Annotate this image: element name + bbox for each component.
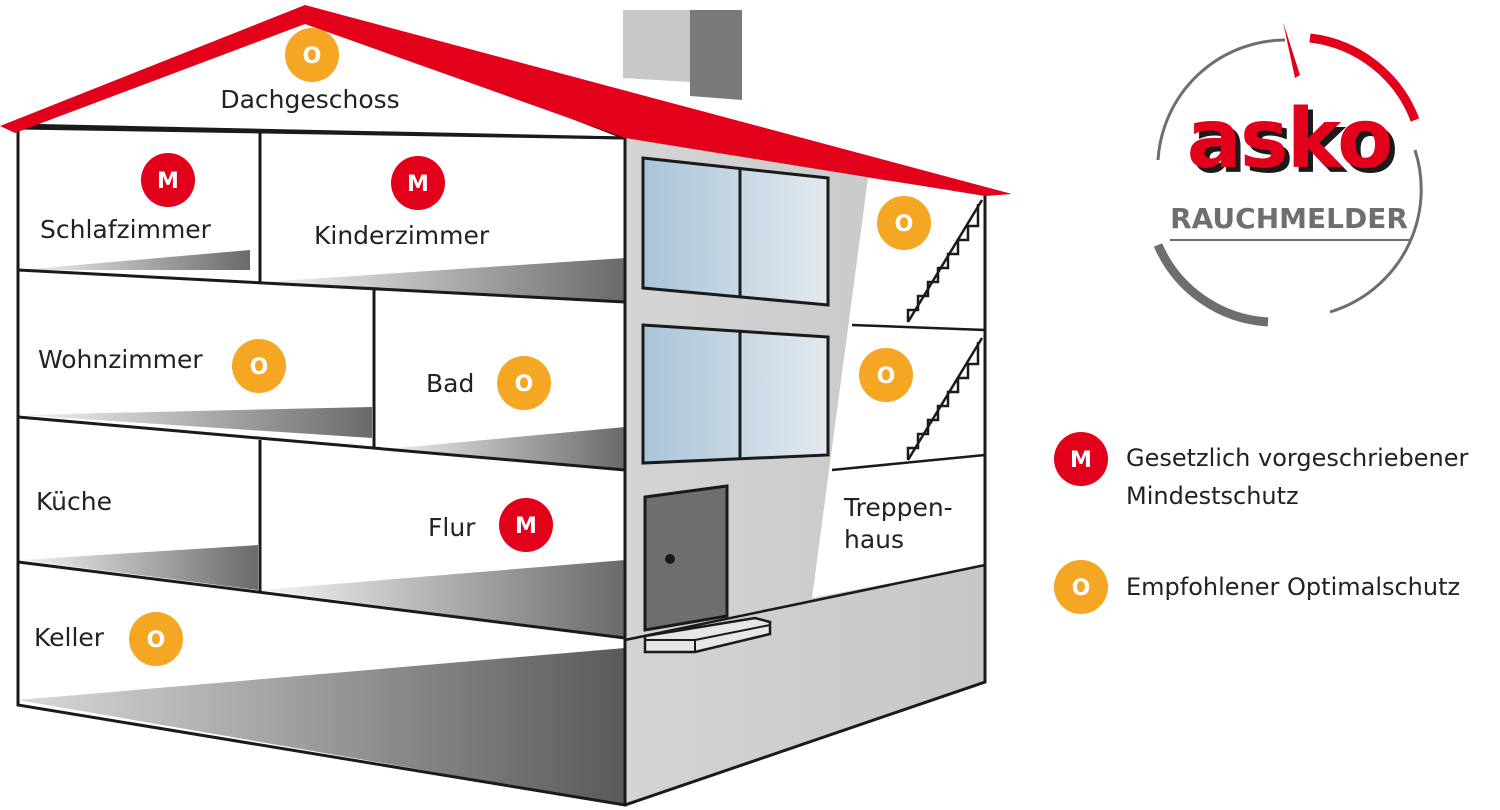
floor-shade xyxy=(20,250,250,270)
badge-optional-icon xyxy=(129,612,183,666)
room-keller: Keller O xyxy=(34,612,183,666)
legend-mandatory-line2: Mindestschutz xyxy=(1126,482,1299,510)
badge-optional-icon xyxy=(497,356,551,410)
room-flur: Flur M xyxy=(428,498,553,552)
logo-ring-gray-icon xyxy=(1156,38,1286,161)
legend-optional: O Empfohlener Optimalschutz xyxy=(1054,560,1460,614)
badge-letter: O xyxy=(877,364,896,389)
basement-floor xyxy=(18,648,625,805)
legend-optional-line1: Empfohlener Optimalschutz xyxy=(1126,573,1460,601)
brand-logo: asko asko RAUCHMELDER xyxy=(1153,22,1423,327)
badge-optional-icon xyxy=(285,28,339,82)
stairs-upper xyxy=(906,204,980,322)
room-wohnzimmer: Wohnzimmer O xyxy=(38,339,286,393)
badge-optional-icon xyxy=(1054,560,1108,614)
badge-optional-icon xyxy=(232,339,286,393)
room-bad: Bad O xyxy=(426,356,551,410)
floor-shade xyxy=(262,560,625,638)
room-dachgeschoss: O Dachgeschoss xyxy=(220,28,400,114)
room-label: Wohnzimmer xyxy=(38,345,203,374)
badge-letter: O xyxy=(147,628,166,653)
room-kueche: Küche xyxy=(36,487,112,516)
badge-letter: M xyxy=(157,169,179,194)
floor-shade xyxy=(376,427,625,470)
logo-ring-gray-lower-icon xyxy=(1153,243,1269,327)
room-label-line2: haus xyxy=(844,525,904,554)
room-label: Kinderzimmer xyxy=(314,221,490,250)
legend-mandatory-line1: Gesetzlich vorgeschriebener xyxy=(1126,444,1469,472)
badge-optional-icon xyxy=(877,196,931,250)
brand-name-shadow: asko xyxy=(1192,97,1397,192)
legend: M Gesetzlich vorgeschriebener Mindestsch… xyxy=(1054,432,1469,614)
logo-ring-gray-right-icon xyxy=(1329,149,1423,314)
floor-shade xyxy=(20,407,372,438)
logo-flame-icon xyxy=(1283,22,1300,78)
brand-subtitle: RAUCHMELDER xyxy=(1170,202,1408,235)
badge-mandatory-icon xyxy=(141,153,195,207)
badge-mandatory-icon xyxy=(499,498,553,552)
room-schlafzimmer: M Schlafzimmer xyxy=(40,153,212,244)
room-treppenhaus: O O Treppen- haus xyxy=(843,196,953,554)
room-label: Flur xyxy=(428,513,476,542)
stairs-lower xyxy=(906,342,980,460)
badge-mandatory-icon xyxy=(1054,432,1108,486)
badge-letter: O xyxy=(303,44,322,69)
house xyxy=(0,5,1012,807)
roof xyxy=(0,5,1012,196)
badge-letter: O xyxy=(250,355,269,380)
room-label: Keller xyxy=(34,623,105,652)
badge-letter: O xyxy=(895,212,914,237)
brand-name: asko xyxy=(1187,92,1392,187)
room-label: Schlafzimmer xyxy=(40,215,212,244)
chimney xyxy=(623,10,742,100)
badge-mandatory-icon xyxy=(391,156,445,210)
floor-shade xyxy=(262,258,625,302)
badge-letter: M xyxy=(1070,448,1092,473)
room-label: Dachgeschoss xyxy=(220,85,399,114)
logo-ring-red-icon xyxy=(1309,33,1420,122)
floor-shade xyxy=(20,545,258,590)
legend-mandatory: M Gesetzlich vorgeschriebener Mindestsch… xyxy=(1054,432,1469,510)
room-label: Bad xyxy=(426,369,474,398)
badge-letter: M xyxy=(515,514,537,539)
entrance-door xyxy=(643,484,772,654)
badge-letter: O xyxy=(1072,576,1091,601)
room-kinderzimmer: M Kinderzimmer xyxy=(314,156,490,250)
badge-letter: O xyxy=(515,372,534,397)
room-label-line1: Treppen- xyxy=(843,493,953,522)
badge-letter: M xyxy=(407,172,429,197)
window-lower xyxy=(641,323,830,465)
room-label: Küche xyxy=(36,487,112,516)
window-upper xyxy=(641,156,830,307)
badge-optional-icon xyxy=(859,348,913,402)
